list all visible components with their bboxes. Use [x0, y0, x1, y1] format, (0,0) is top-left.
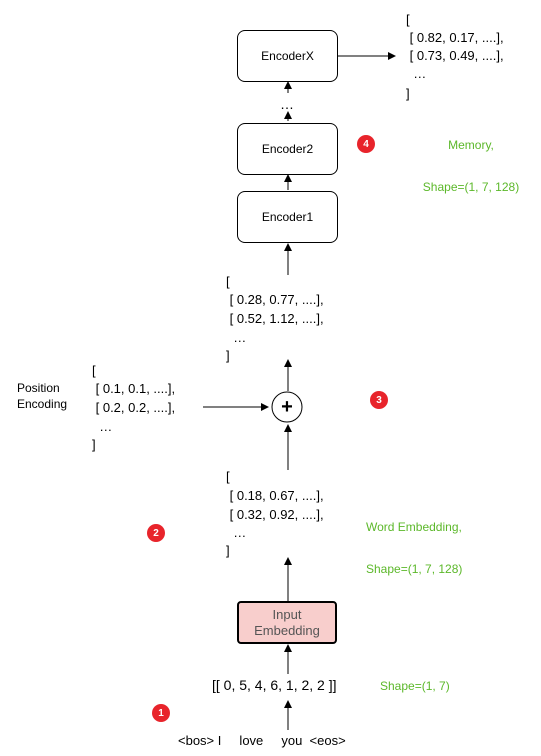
position-encoding-label-line1: Position: [17, 381, 60, 395]
encoder-2-label: Encoder2: [261, 142, 314, 156]
plus-circle: [271, 391, 303, 423]
sum-line-2: [ 0.52, 1.12, ....],: [226, 311, 324, 326]
memory-label-line2: Shape=(1, 7, 128): [422, 180, 520, 194]
word-embedding-label-line2: Shape=(1, 7, 128): [366, 562, 463, 576]
position-line-4: ]: [92, 437, 96, 452]
word-embedding-label-line1: Word Embedding,: [366, 520, 462, 534]
sum-line-0: [: [226, 274, 230, 289]
step-badge-4: 4: [357, 135, 375, 153]
memory-label: Memory, Shape=(1, 7, 128): [406, 110, 536, 208]
input-embedding-box: Input Embedding: [237, 601, 337, 644]
position-encoding-label-line2: Encoding: [17, 397, 68, 411]
word-embedding-label: Word Embedding, Shape=(1, 7, 128): [366, 492, 462, 590]
encoder-ellipsis: …: [280, 96, 294, 112]
position-encoding-label: Position Encoding: [17, 380, 67, 412]
memory-line-1: [ 0.82, 0.17, ....],: [406, 30, 504, 45]
memory-line-3: …: [406, 66, 427, 81]
input-embedding-line2: Embedding: [254, 622, 320, 638]
plus-symbol: +: [281, 396, 293, 418]
word-embedding-line-4: ]: [226, 543, 230, 558]
step-badge-2: 2: [147, 524, 165, 542]
memory-line-4: ]: [406, 86, 410, 101]
position-line-3: …: [92, 419, 113, 434]
encoder-2-box: Encoder2: [237, 123, 338, 175]
encoder-x-label: EncoderX: [261, 49, 314, 63]
position-line-0: [: [92, 363, 96, 378]
position-line-1: [ 0.1, 0.1, ....],: [92, 381, 176, 396]
step-badge-3: 3: [370, 391, 388, 409]
encoder-1-label: Encoder1: [261, 210, 314, 224]
memory-label-line1: Memory,: [448, 138, 494, 152]
position-line-2: [ 0.2, 0.2, ....],: [92, 400, 176, 415]
memory-line-0: [: [406, 12, 410, 27]
sum-line-3: …: [226, 330, 247, 345]
sum-line-4: ]: [226, 348, 230, 363]
word-embedding-line-0: [: [226, 469, 230, 484]
encoder-1-box: Encoder1: [237, 191, 338, 243]
memory-line-2: [ 0.73, 0.49, ....],: [406, 48, 504, 63]
word-embedding-line-1: [ 0.18, 0.67, ....],: [226, 488, 324, 503]
input-embedding-line1: Input: [272, 606, 302, 622]
word-embedding-line-2: [ 0.32, 0.92, ....],: [226, 507, 324, 522]
token-ids: [[ 0, 5, 4, 6, 1, 2, 2 ]]: [212, 677, 337, 693]
input-tokens: <bos> I love you <eos>: [178, 733, 346, 748]
word-embedding-line-3: …: [226, 525, 247, 540]
token-ids-shape: Shape=(1, 7): [380, 679, 450, 693]
sum-line-1: [ 0.28, 0.77, ....],: [226, 292, 324, 307]
encoder-x-box: EncoderX: [237, 30, 338, 82]
step-badge-1: 1: [152, 704, 170, 722]
